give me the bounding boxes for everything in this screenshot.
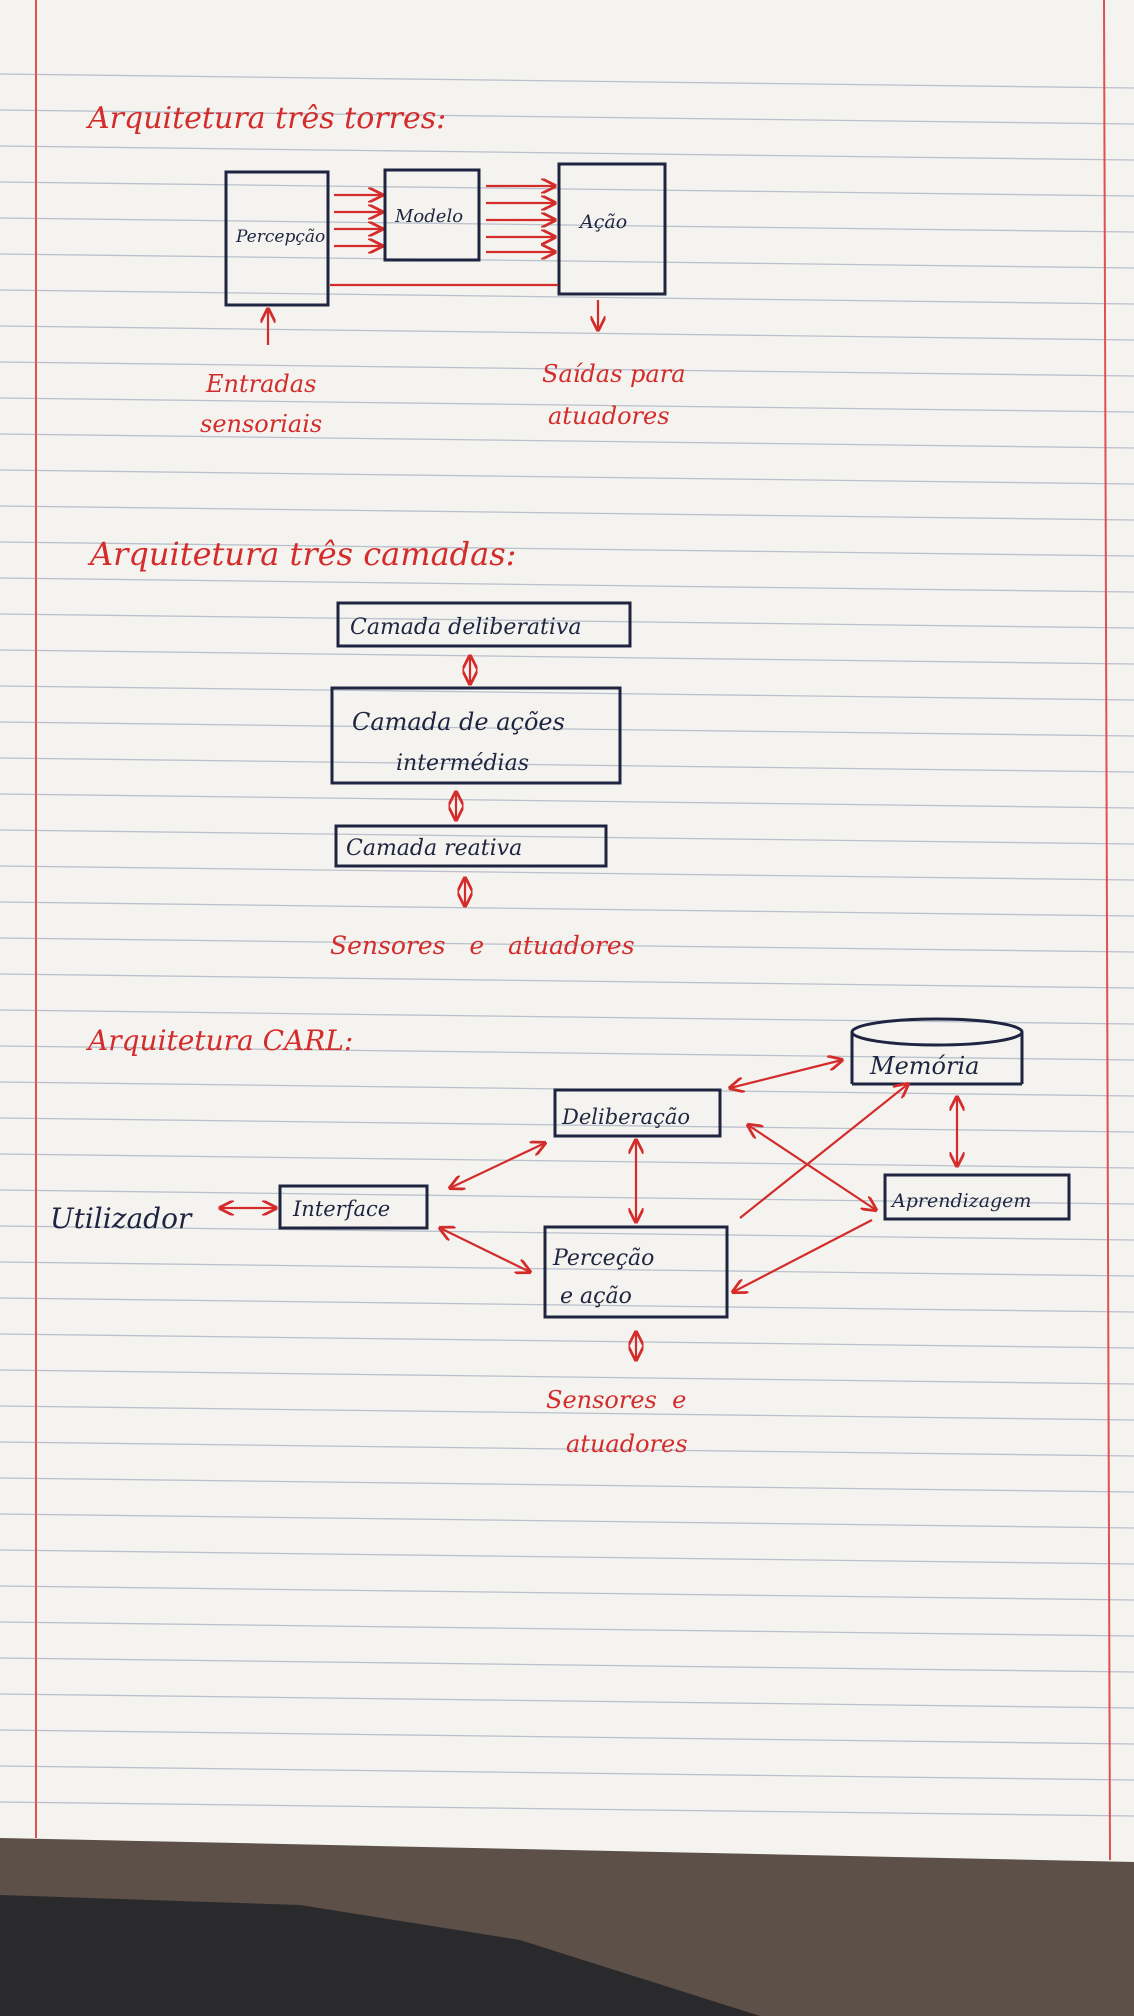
label-carl-sensors-line2: atuadores — [566, 1430, 688, 1458]
arrow-perception-memory — [739, 1084, 908, 1219]
ruled-line — [0, 109, 1134, 125]
heading-three-layers: Arquitetura três camadas: — [87, 535, 516, 573]
layer-deliberative-label: Camada deliberativa — [350, 615, 581, 640]
ruled-line — [0, 1693, 1134, 1709]
ruled-line — [0, 649, 1134, 665]
ruled-lines — [0, 73, 1134, 1817]
ruled-line — [0, 1369, 1134, 1385]
node-deliberation-label: Deliberação — [561, 1105, 690, 1129]
ruled-line — [0, 1621, 1134, 1637]
ruled-line — [0, 757, 1134, 773]
label-outputs-line1: Saídas para — [542, 360, 686, 388]
label-inputs-line1: Entradas — [205, 370, 316, 398]
ruled-line — [0, 1549, 1134, 1565]
ruled-line — [0, 1765, 1134, 1781]
box-perception-label: Percepção — [235, 227, 325, 247]
ruled-line — [0, 289, 1134, 305]
ruled-line — [0, 217, 1134, 233]
ruled-line — [0, 397, 1134, 413]
ruled-line — [0, 577, 1134, 593]
notebook-page — [0, 0, 1134, 1862]
box-perception — [224, 170, 330, 307]
node-interface-label: Interface — [292, 1197, 390, 1221]
box-action-label: Ação — [578, 211, 627, 233]
node-perception-action-label-line2: e ação — [560, 1284, 632, 1309]
node-user-label: Utilizador — [50, 1202, 193, 1235]
layer-intermediate-box — [330, 686, 622, 785]
ruled-line — [0, 253, 1134, 269]
ruled-line — [0, 361, 1134, 377]
tower-arrows — [268, 186, 598, 345]
box-model — [383, 168, 481, 262]
ruled-line — [0, 1513, 1134, 1529]
ruled-line — [0, 541, 1134, 557]
ruled-line — [0, 325, 1134, 341]
cloth-shadow — [0, 1895, 760, 2016]
node-learning-label: Aprendizagem — [890, 1190, 1031, 1212]
node-learning-box — [883, 1173, 1071, 1221]
label-outputs-line2: atuadores — [548, 402, 670, 430]
node-memory-label: Memória — [869, 1052, 979, 1080]
ruled-line — [0, 685, 1134, 701]
ruled-line — [0, 181, 1134, 197]
ruled-line — [0, 1117, 1134, 1133]
ruled-line — [0, 865, 1134, 881]
ruled-line — [0, 1153, 1134, 1169]
node-interface-box — [278, 1184, 429, 1230]
ruled-line — [0, 1585, 1134, 1601]
arrow-interface-deliberation — [450, 1143, 545, 1188]
layer-intermediate-label-line2: intermédias — [396, 751, 529, 776]
node-perception-action-label-line1: Perceção — [552, 1246, 654, 1271]
ruled-line — [0, 721, 1134, 737]
layer-arrows — [456, 656, 470, 906]
ruled-line — [0, 145, 1134, 161]
ruled-line — [0, 613, 1134, 629]
ruled-line — [0, 1729, 1134, 1745]
ruled-line — [0, 1225, 1134, 1241]
node-perception-action-box — [543, 1225, 729, 1319]
ruled-line — [0, 1045, 1134, 1061]
box-action — [557, 162, 667, 296]
label-inputs-line2: sensoriais — [200, 410, 322, 438]
ruled-line — [0, 505, 1134, 521]
ruled-line — [0, 73, 1134, 89]
ruled-line — [0, 1405, 1134, 1421]
memory-cylinder — [850, 1017, 1024, 1086]
heading-three-towers: Arquitetura três torres: — [85, 101, 446, 136]
ruled-line — [0, 829, 1134, 845]
arrow-learning-perception — [733, 1219, 873, 1292]
label-carl-sensors-line1: Sensores e — [546, 1386, 686, 1414]
ruled-line — [0, 1009, 1134, 1025]
ruled-line — [0, 1189, 1134, 1205]
ruled-line — [0, 433, 1134, 449]
arrow-deliberation-learning — [748, 1125, 876, 1210]
ruled-line — [0, 1297, 1134, 1313]
node-deliberation-box — [553, 1088, 722, 1138]
ruled-line — [0, 901, 1134, 917]
ruled-line — [0, 973, 1134, 989]
layer-reactive-label: Camada reativa — [346, 836, 522, 861]
ruled-line — [0, 793, 1134, 809]
right-margin-line — [1103, 0, 1111, 1861]
ruled-line — [0, 469, 1134, 485]
ruled-line — [0, 1261, 1134, 1277]
arrow-interface-perception — [440, 1228, 530, 1272]
box-model-label: Modelo — [394, 206, 463, 227]
carl-arrows — [220, 1060, 957, 1360]
heading-carl: Arquitetura CARL: — [85, 1024, 353, 1057]
arrow-deliberation-memory — [730, 1060, 842, 1088]
ruled-line — [0, 1657, 1134, 1673]
ruled-line — [0, 1441, 1134, 1457]
ruled-line — [0, 937, 1134, 953]
layer-reactive-box — [334, 824, 608, 868]
layer-deliberative-box — [336, 601, 632, 648]
ruled-line — [0, 1801, 1134, 1817]
label-sensors-actuators: Sensores e atuadores — [330, 931, 635, 960]
layer-intermediate-label-line1: Camada de ações — [352, 708, 565, 736]
ruled-line — [0, 1333, 1134, 1349]
ruled-line — [0, 1477, 1134, 1493]
